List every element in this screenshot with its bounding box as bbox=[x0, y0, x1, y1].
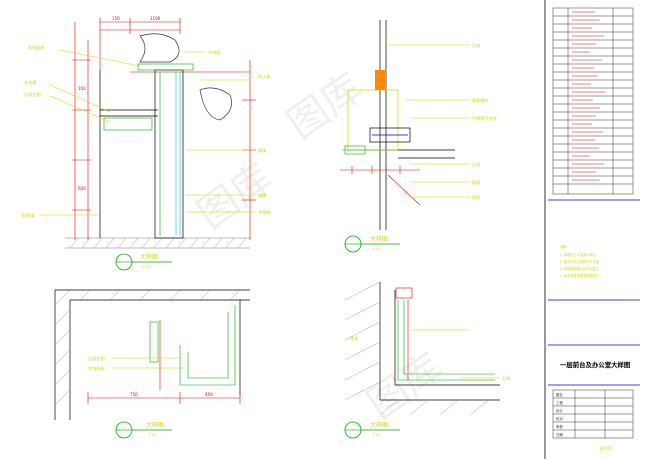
label-hanger: 不锈钢干挂件 bbox=[472, 115, 497, 122]
view-title: 大样图 bbox=[370, 421, 388, 429]
info-row-label: 校对 bbox=[556, 416, 563, 421]
label-steel: 钢架 bbox=[258, 147, 266, 154]
anchor-bolt-icon bbox=[375, 70, 385, 90]
view-scale: 1:10 bbox=[148, 433, 157, 437]
label-wall: 墙体 bbox=[472, 194, 481, 201]
title-block: 说明： 1. 本图尺寸以毫米为单位 2. 施工时请以现场尺寸为准 3. 材料需经… bbox=[544, 0, 640, 459]
info-row-label: 设计 bbox=[556, 408, 563, 413]
label-keel: 木龙骨 bbox=[24, 79, 37, 86]
view-title: 大样图 bbox=[140, 253, 158, 261]
label-stone-2: 石材 bbox=[472, 161, 480, 168]
label-wall-2: 墙体 bbox=[350, 335, 359, 342]
label-stainless: 不锈钢 bbox=[258, 209, 271, 216]
info-row-label: 工程 bbox=[556, 400, 563, 405]
view-scale: 1:10 bbox=[372, 247, 381, 251]
info-row-label: 图名 bbox=[556, 392, 563, 397]
sheet-number: JD-03 bbox=[599, 446, 612, 452]
watermark-text-1: 图库 bbox=[279, 65, 371, 149]
view-scale: 1:10 bbox=[372, 433, 381, 437]
watermark-text-3: 图库 bbox=[359, 345, 451, 429]
view-marker-4: 大样图 1:10 bbox=[344, 421, 400, 439]
view-scale: 1:10 bbox=[142, 265, 151, 269]
label-countertop: 石材台面 bbox=[24, 91, 41, 98]
view-marker-1: 大样图 1:10 bbox=[115, 253, 172, 271]
label-stone-3: 石材 bbox=[502, 375, 510, 382]
label-veneer: 木饰面板 bbox=[28, 44, 46, 51]
note-line: 1. 本图尺寸以毫米为单位 bbox=[560, 252, 597, 257]
dim-text: 450 bbox=[205, 392, 213, 397]
label-steel-frame: 钢架 bbox=[472, 179, 480, 186]
info-row-label: 日期 bbox=[556, 432, 563, 437]
dim-text: 750 bbox=[130, 392, 138, 397]
detail-view-top-left: 100 600 150 1100 bbox=[22, 16, 271, 271]
material-table bbox=[552, 7, 634, 195]
label-stone: 石材 bbox=[472, 42, 480, 49]
label-veneer-2: 木饰面板 bbox=[88, 365, 106, 372]
dim-text: 1100 bbox=[150, 16, 161, 21]
view-title: 大样图 bbox=[146, 421, 164, 429]
label-countertop-2: 石材台面 bbox=[88, 355, 105, 362]
label-fireboard: 防火板 bbox=[258, 73, 271, 80]
view-marker-2: 大样图 1:10 bbox=[344, 235, 400, 253]
watermark-text-2: 图库 bbox=[189, 155, 281, 239]
note-line: 4. 未尽事宜按国家规范执行 bbox=[560, 273, 600, 278]
dim-text: 150 bbox=[112, 16, 120, 21]
note-line: 2. 施工时请以现场尺寸为准 bbox=[560, 259, 600, 264]
label-skirting: 踢脚 bbox=[258, 192, 266, 199]
info-row-label: 审核 bbox=[556, 424, 563, 429]
label-paint: 乳胶漆 bbox=[22, 212, 35, 219]
detail-view-bottom-left: 750 450 石材台面 木饰面板 大样图 1:10 bbox=[54, 289, 250, 439]
dim-text: 100 bbox=[78, 86, 86, 91]
info-table bbox=[552, 389, 634, 439]
floor-hatch bbox=[65, 237, 250, 249]
note-line: 3. 材料需经确认后方可施工 bbox=[560, 266, 600, 271]
detail-view-bottom-right: 墙体 石材 大样图 1:10 bbox=[344, 281, 510, 439]
label-bolt: 膨胀螺栓 bbox=[472, 97, 490, 104]
notes-heading: 说明： bbox=[560, 244, 570, 249]
dim-text: 600 bbox=[78, 186, 86, 191]
drawing-title: 一层前台及办公室大样图 bbox=[560, 360, 630, 369]
detail-view-top-right: 石材 膨胀螺栓 不锈钢干挂件 石材 钢架 墙体 大样图 1:10 bbox=[340, 20, 497, 253]
view-marker-3: 大样图 1:10 bbox=[115, 421, 172, 439]
label-wood: 木饰面 bbox=[208, 49, 221, 56]
view-title: 大样图 bbox=[370, 235, 388, 243]
watermark: 图库 图库 图库 bbox=[189, 65, 451, 429]
notes: 说明： 1. 本图尺寸以毫米为单位 2. 施工时请以现场尺寸为准 3. 材料需经… bbox=[560, 244, 600, 278]
